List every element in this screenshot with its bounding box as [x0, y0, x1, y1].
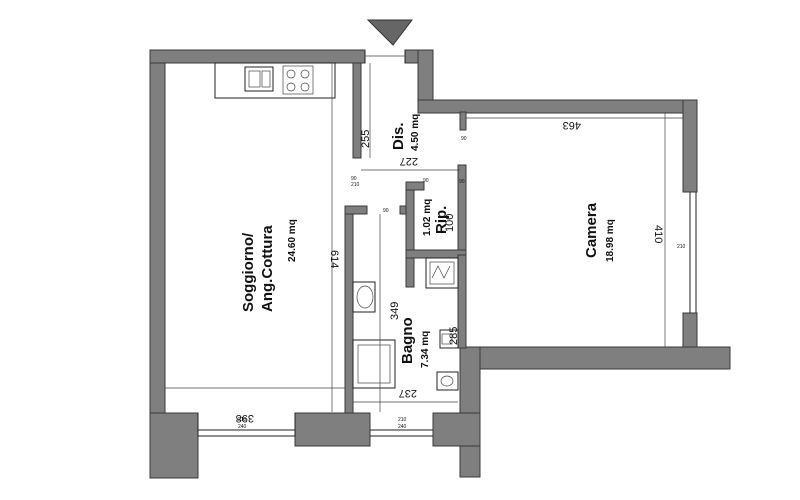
opening-tag-short: 90: [459, 179, 465, 185]
dim-camera-width: 463: [563, 119, 581, 131]
room-area-soggiorno: 24.60 mq: [287, 219, 298, 262]
opening-tag-short: 90: [383, 208, 389, 214]
wall-rip-top: [405, 181, 425, 191]
walls: [149, 49, 731, 479]
wall-bottom-left: [149, 412, 199, 479]
wall-dis-right: [417, 49, 434, 108]
wall-rip-bottom: [405, 249, 467, 259]
wall-bottom-middle: [294, 412, 371, 447]
wall-dis-camera-stub: [459, 111, 467, 131]
room-area-dis: 4.50 mq: [410, 114, 421, 151]
room-name-dis: Dis.: [390, 122, 407, 150]
wall-camera-right-upper: [682, 99, 698, 193]
dim-soggiorno-width: 398: [236, 412, 254, 424]
room-name-soggiorno-line2: Ang.Cottura: [259, 225, 276, 312]
dimension-lines: [165, 63, 683, 412]
dim-bagno-width: 237: [399, 387, 417, 399]
wall-camera-bottom: [467, 346, 731, 370]
wall-rip-left: [405, 181, 415, 288]
room-name-camera: Camera: [583, 202, 600, 258]
opening-tag-short: 210: [351, 182, 360, 188]
opening-tag-short: 90: [351, 176, 357, 182]
room-area-bagno: 7.34 mq: [420, 331, 431, 368]
boiler-icon: [425, 257, 459, 289]
opening-tag-short: 90: [423, 178, 429, 184]
bidet-icon: [436, 371, 459, 391]
opening-tag-bottom: 240: [238, 424, 247, 430]
room-name-soggiorno-line1: Soggiorno/: [240, 232, 257, 312]
dim-camera-height: 410: [652, 225, 664, 243]
room-name-rip: Rip.: [433, 206, 450, 234]
opening-tag-top: 210: [238, 417, 247, 423]
stove-icon: [282, 65, 314, 95]
dim-dis-height: 255: [360, 130, 372, 148]
wall-bottom-right: [432, 412, 481, 447]
wall-bagno-camera: [457, 254, 467, 349]
entrance-arrow-icon: [366, 19, 414, 46]
dim-dis-width: 227: [400, 155, 418, 167]
wall-bagno-right: [459, 346, 481, 478]
washbasin-icon: [352, 281, 376, 313]
dim-bagno-height: 349: [389, 302, 401, 320]
wall-camera-top: [417, 99, 696, 114]
wall-top-left: [149, 49, 366, 64]
opening-tag-side: 210: [677, 244, 686, 250]
wall-interior-bagno-left: [344, 209, 354, 414]
dim-bagno-small: 285: [448, 327, 460, 345]
wall-bagno-top-left: [344, 205, 368, 215]
room-area-rip: 1.02 mq: [422, 199, 433, 236]
kitchen-counter: [214, 62, 336, 99]
toilet-icon: [439, 329, 459, 349]
room-area-camera: 18.98 mq: [605, 219, 616, 262]
shower-tray-icon: [352, 339, 396, 389]
dim-rip-height: 100: [444, 214, 456, 232]
opening-tag-short: 90: [461, 136, 467, 142]
room-name-bagno: Bagno: [399, 317, 416, 364]
bathroom-fixtures: [352, 257, 459, 391]
opening-tags: 210 240 210 240 90 210 90 90 90 90 210: [238, 136, 686, 430]
wall-interior-upper: [352, 62, 362, 159]
opening-tag-bottom: 240: [398, 424, 407, 430]
windows: [197, 50, 697, 437]
opening-tag-top: 210: [398, 417, 407, 423]
dim-soggiorno-height: 614: [328, 250, 340, 268]
